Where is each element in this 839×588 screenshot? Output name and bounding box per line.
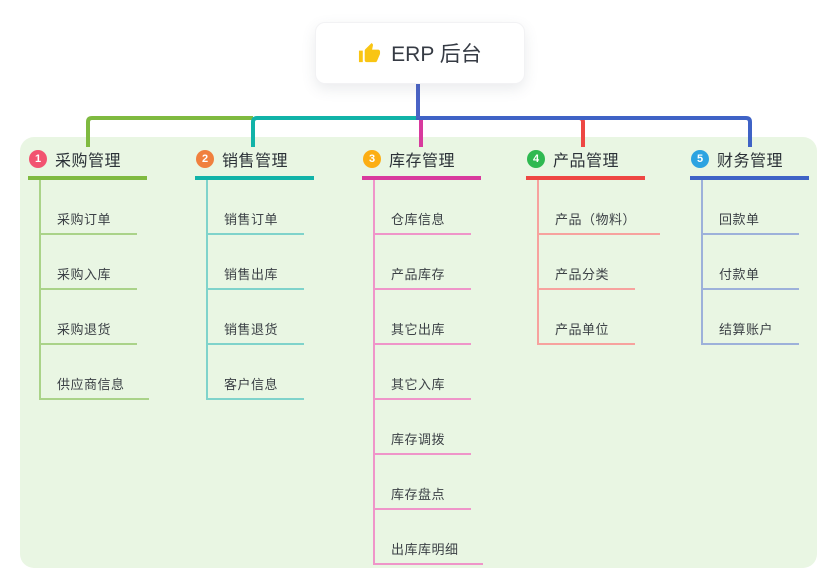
branch-label: 采购管理 xyxy=(55,153,122,170)
child-node[interactable]: 结算账户 xyxy=(703,290,799,345)
branch-procurement-children: 采购订单 采购入库 采购退货 供应商信息 xyxy=(39,180,149,400)
child-node[interactable]: 销售退货 xyxy=(208,290,304,345)
child-node[interactable]: 销售订单 xyxy=(208,180,304,235)
branch-label: 财务管理 xyxy=(717,153,784,170)
child-node[interactable]: 库存调拨 xyxy=(375,400,471,455)
root-node[interactable]: ERP 后台 xyxy=(315,22,525,84)
branch-label: 产品管理 xyxy=(553,153,620,170)
branch-label: 销售管理 xyxy=(222,153,289,170)
badge-3: 3 xyxy=(363,150,381,168)
branch-sales-children: 销售订单 销售出库 销售退货 客户信息 xyxy=(206,180,304,400)
root-label: ERP 后台 xyxy=(391,43,482,66)
branch-finance-children: 回款单 付款单 结算账户 xyxy=(701,180,799,345)
badge-2: 2 xyxy=(196,150,214,168)
child-node[interactable]: 产品分类 xyxy=(539,235,635,290)
child-node[interactable]: 产品（物料） xyxy=(539,180,661,235)
branch-finance-header[interactable]: 5 财务管理 xyxy=(690,146,810,180)
child-node[interactable]: 仓库信息 xyxy=(375,180,471,235)
branches-panel xyxy=(20,137,817,568)
child-node[interactable]: 其它入库 xyxy=(375,345,471,400)
branch-inventory-children: 仓库信息 产品库存 其它出库 其它入库 库存调拨 库存盘点 出库库明细 xyxy=(373,180,483,565)
branch-inventory: 3 库存管理 仓库信息 产品库存 其它出库 其它入库 库存调拨 库存盘点 出库库… xyxy=(362,146,483,565)
child-node[interactable]: 付款单 xyxy=(703,235,799,290)
child-node[interactable]: 采购退货 xyxy=(41,290,137,345)
child-node[interactable]: 采购订单 xyxy=(41,180,137,235)
branch-products: 4 产品管理 产品（物料） 产品分类 产品单位 xyxy=(526,146,661,345)
branch-sales: 2 销售管理 销售订单 销售出库 销售退货 客户信息 xyxy=(195,146,315,400)
child-node[interactable]: 回款单 xyxy=(703,180,799,235)
thumbs-up-icon xyxy=(358,42,381,65)
branch-products-header[interactable]: 4 产品管理 xyxy=(526,146,646,180)
branch-products-children: 产品（物料） 产品分类 产品单位 xyxy=(537,180,661,345)
child-node[interactable]: 销售出库 xyxy=(208,235,304,290)
child-node[interactable]: 采购入库 xyxy=(41,235,137,290)
child-node[interactable]: 库存盘点 xyxy=(375,455,471,510)
child-node[interactable]: 供应商信息 xyxy=(41,345,149,400)
badge-5: 5 xyxy=(691,150,709,168)
child-node[interactable]: 出库库明细 xyxy=(375,510,483,565)
child-node[interactable]: 产品单位 xyxy=(539,290,635,345)
child-node[interactable]: 客户信息 xyxy=(208,345,304,400)
badge-1: 1 xyxy=(29,150,47,168)
branch-label: 库存管理 xyxy=(389,153,456,170)
child-node[interactable]: 其它出库 xyxy=(375,290,471,345)
branch-procurement-header[interactable]: 1 采购管理 xyxy=(28,146,148,180)
branch-inventory-header[interactable]: 3 库存管理 xyxy=(362,146,482,180)
branch-procurement: 1 采购管理 采购订单 采购入库 采购退货 供应商信息 xyxy=(28,146,149,400)
badge-4: 4 xyxy=(527,150,545,168)
branch-finance: 5 财务管理 回款单 付款单 结算账户 xyxy=(690,146,810,345)
child-node[interactable]: 产品库存 xyxy=(375,235,471,290)
branch-sales-header[interactable]: 2 销售管理 xyxy=(195,146,315,180)
